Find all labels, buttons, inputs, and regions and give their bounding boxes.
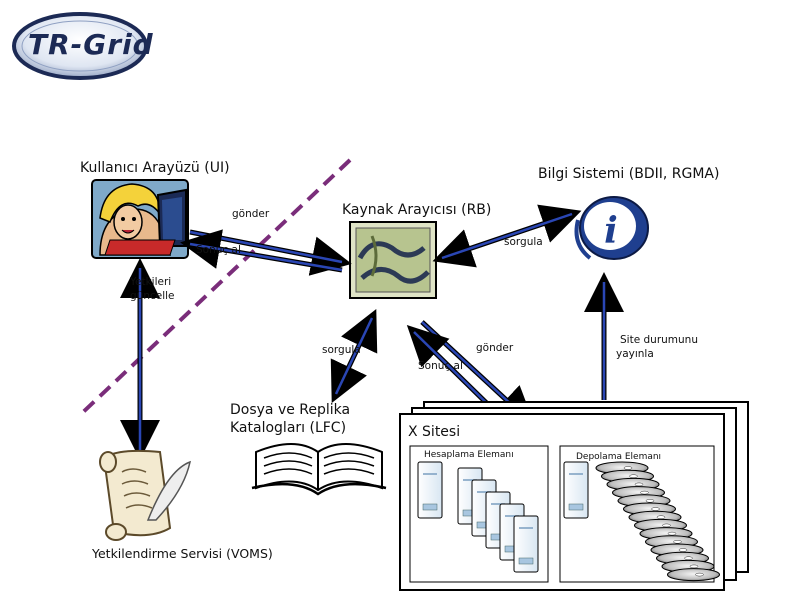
info-system-icon: i [574,196,649,260]
label-query-top: sorgula [504,236,543,248]
label-voms: Yetkilendirme Servisi (VOMS) [92,546,273,561]
server-tower-icon [563,461,589,519]
label-update-auth-1: Yetkileri [130,276,172,288]
label-storage-element: Depolama Elemanı [576,452,662,462]
label-publish-status-1: Site durumunu [620,334,698,346]
label-site: X Sitesi [408,424,461,440]
resource-broker-icon [349,221,437,299]
label-get-result-top: Sonuç al [196,244,241,256]
label-catalog-2: Katalogları (LFC) [230,420,347,436]
label-resource-broker: Kaynak Arayıcısı (RB) [342,202,492,218]
label-query-mid: sorgula [322,344,361,356]
server-tower-icon [417,461,443,519]
svg-text:i: i [604,210,618,252]
label-publish-status-2: yayınla [616,348,654,360]
label-information-system: Bilgi Sistemi (BDII, RGMA) [538,166,720,182]
label-user-interface: Kullanıcı Arayüzü (UI) [80,160,230,176]
label-update-auth-2: güncelle [130,290,175,302]
label-get-result-mid: Sonuç al [418,360,463,372]
user-interface-icon [91,179,189,259]
label-catalog-1: Dosya ve Replika [230,402,351,418]
label-submit-top: gönder [232,208,270,220]
scroll-quill-icon [99,449,192,541]
label-compute-element: Hesaplama Elemanı [424,450,514,460]
trgrid-logo-text: TR-Grid [28,28,154,61]
storage-disk-icon [667,568,720,582]
label-submit-mid: gönder [476,342,514,354]
server-tower-icon [513,515,539,573]
trgrid-logo [12,12,148,80]
catalog-book-icon [251,443,387,496]
